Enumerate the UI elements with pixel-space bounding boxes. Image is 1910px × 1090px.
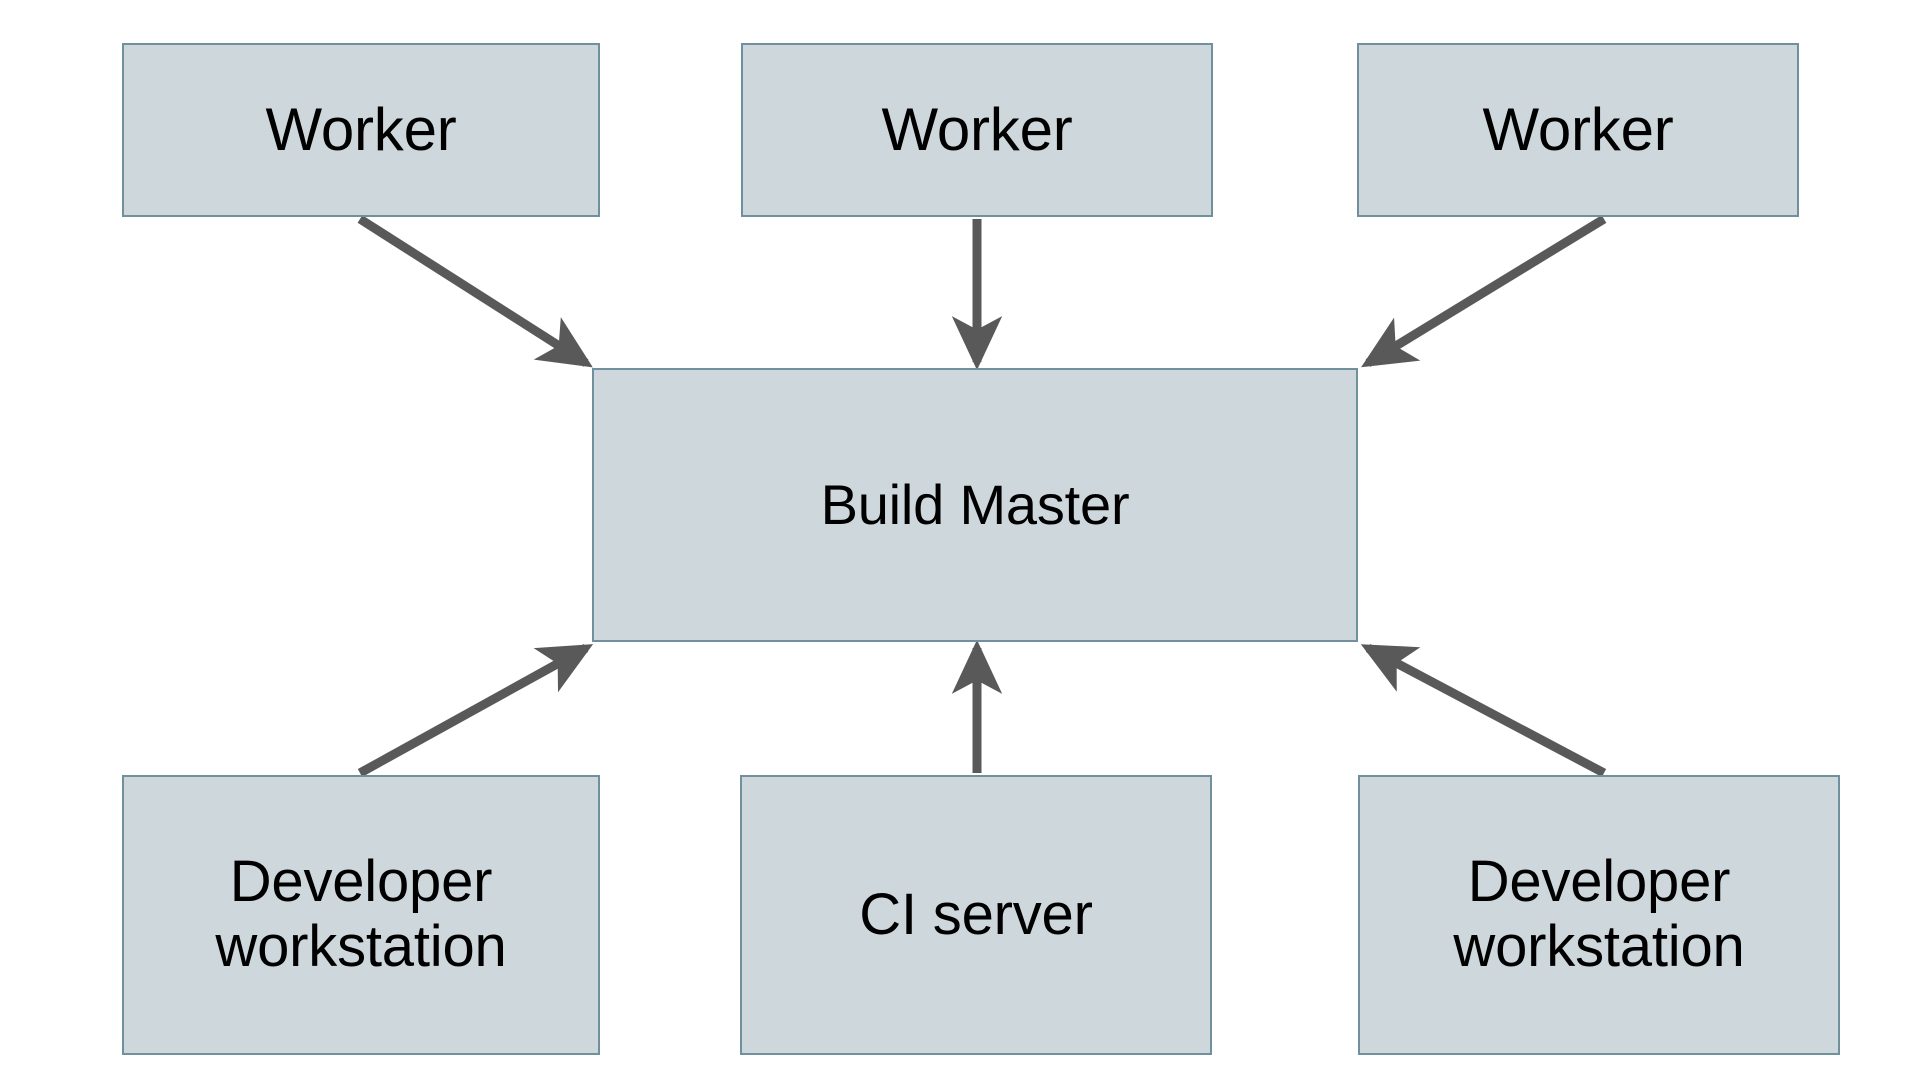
arrow-dev-left-to-build-master — [357, 644, 594, 777]
node-worker-2[interactable]: Worker — [741, 43, 1213, 217]
arrow-worker1-to-build-master — [357, 215, 593, 368]
node-worker-1[interactable]: Worker — [122, 43, 600, 217]
node-ci-server[interactable]: CI server — [740, 775, 1212, 1055]
node-developer-workstation-right[interactable]: Developer workstation — [1358, 775, 1840, 1055]
arrow-dev-right-to-build-master — [1360, 644, 1607, 777]
node-build-master[interactable]: Build Master — [592, 368, 1358, 642]
node-developer-workstation-left[interactable]: Developer workstation — [122, 775, 600, 1055]
arrow-worker3-to-build-master — [1361, 215, 1607, 368]
node-worker-3[interactable]: Worker — [1357, 43, 1799, 217]
